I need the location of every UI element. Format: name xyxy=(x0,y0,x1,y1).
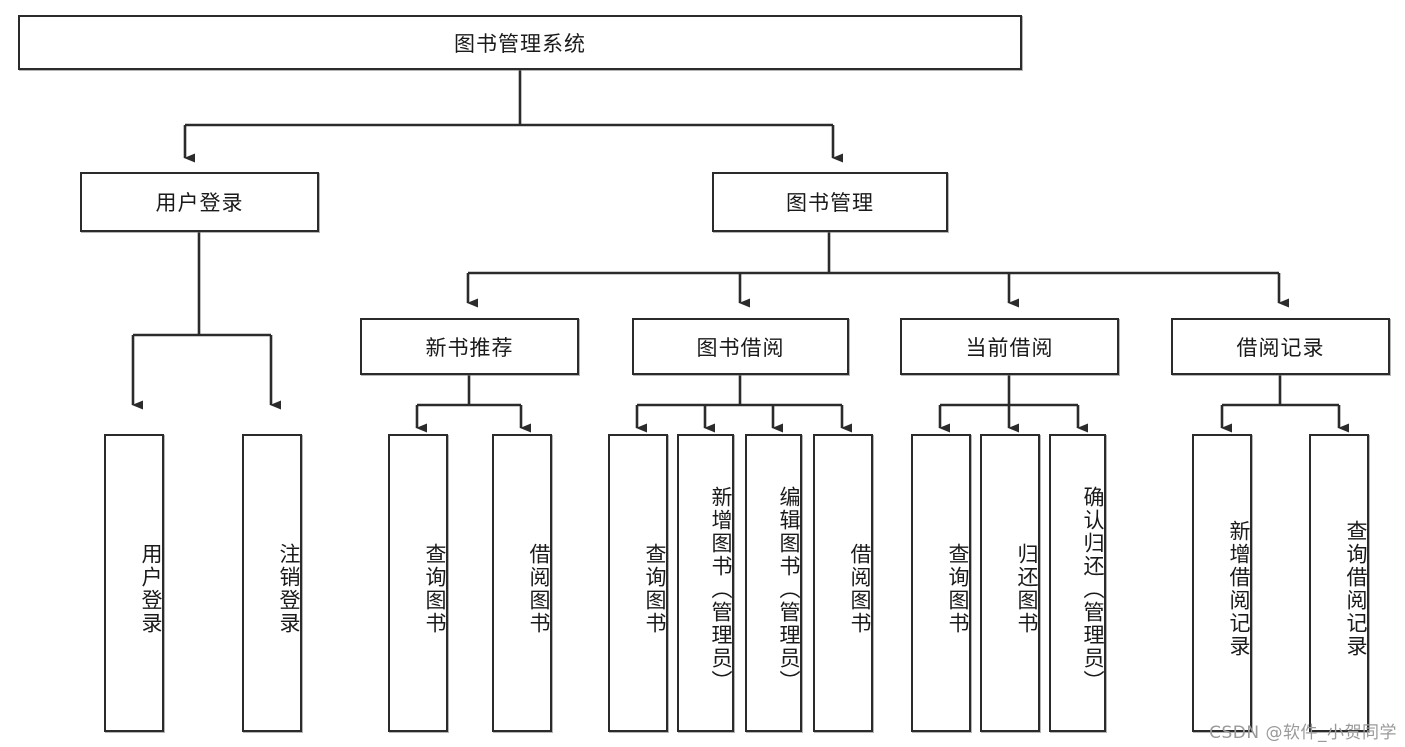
csdn-watermark: CSDN @软件_小贺同学 xyxy=(1209,723,1397,743)
leaf-current-confirm-return-admin[interactable]: 确认归还（管理员） xyxy=(1049,434,1106,732)
leaf-user-login-logout[interactable]: 注销登录 xyxy=(242,434,302,732)
leaf-borrow-borrow-book[interactable]: 借阅图书 xyxy=(813,434,873,732)
node-borrow-records[interactable]: 借阅记录 xyxy=(1171,318,1390,375)
leaf-user-login-login[interactable]: 用户登录 xyxy=(104,434,164,732)
node-new-book-recommend[interactable]: 新书推荐 xyxy=(360,318,579,375)
leaf-current-query-book[interactable]: 查询图书 xyxy=(911,434,971,732)
node-book-management[interactable]: 图书管理 xyxy=(712,172,948,232)
node-book-borrow[interactable]: 图书借阅 xyxy=(632,318,849,375)
node-user-login[interactable]: 用户登录 xyxy=(80,172,319,232)
leaf-current-return-book[interactable]: 归还图书 xyxy=(980,434,1040,732)
leaf-borrow-query-book[interactable]: 查询图书 xyxy=(608,434,668,732)
leaf-borrow-add-book-admin[interactable]: 新增图书（管理员） xyxy=(677,434,734,732)
node-root-system[interactable]: 图书管理系统 xyxy=(18,15,1022,70)
leaf-recommend-borrow-book[interactable]: 借阅图书 xyxy=(492,434,552,732)
leaf-records-add-record[interactable]: 新增借阅记录 xyxy=(1192,434,1252,732)
node-current-borrow[interactable]: 当前借阅 xyxy=(900,318,1119,375)
leaf-borrow-edit-book-admin[interactable]: 编辑图书（管理员） xyxy=(745,434,802,732)
leaf-recommend-query-book[interactable]: 查询图书 xyxy=(388,434,448,732)
leaf-records-query-record[interactable]: 查询借阅记录 xyxy=(1309,434,1369,732)
